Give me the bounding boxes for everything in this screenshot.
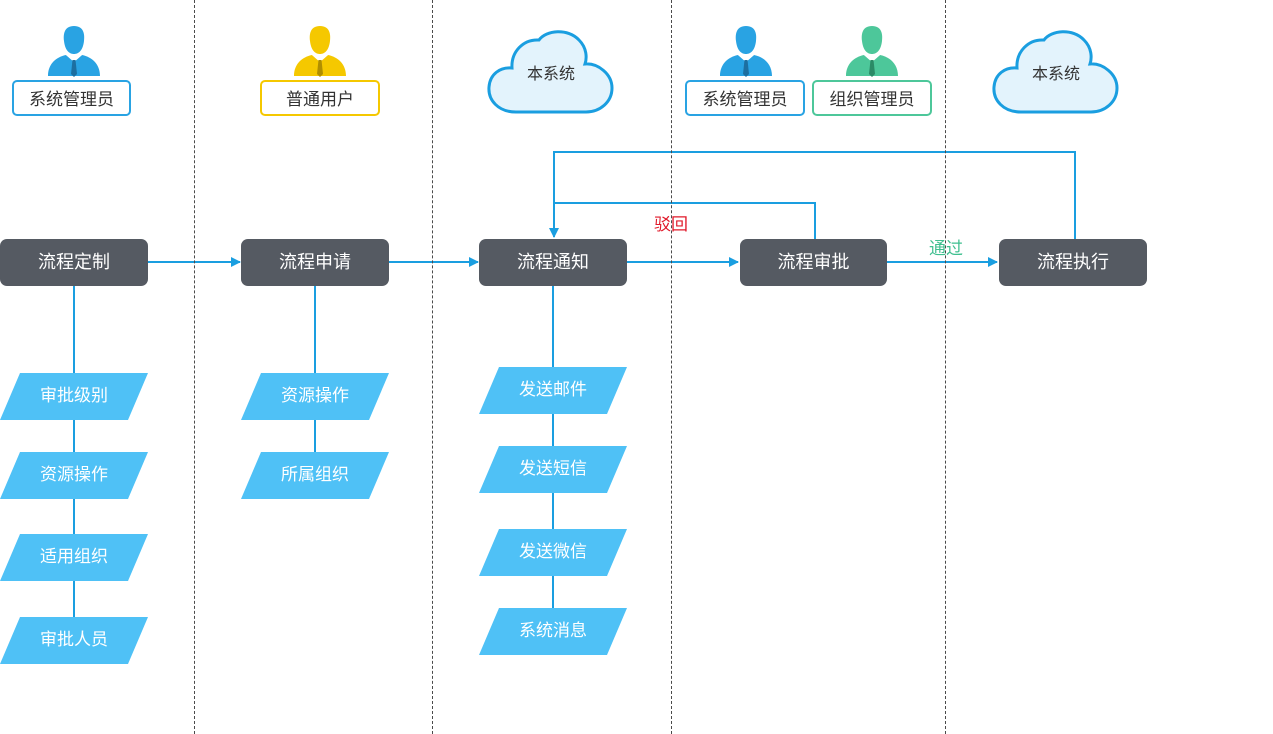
pass-label: 通过 bbox=[929, 239, 963, 259]
step-apply: 流程申请 bbox=[241, 239, 389, 286]
lane-divider bbox=[432, 0, 433, 734]
arrow-execute-loop bbox=[553, 151, 1076, 239]
cloud-label: 本系统 bbox=[1031, 64, 1080, 83]
person-with-tie-icon bbox=[44, 24, 104, 78]
option-parallelogram: 审批人员 bbox=[0, 617, 148, 664]
lane-divider bbox=[194, 0, 195, 734]
arrow-reject-loop bbox=[549, 202, 816, 239]
option-parallelogram: 审批级别 bbox=[0, 373, 148, 420]
role-badge-normal-user: 普通用户 bbox=[260, 80, 380, 116]
lane-divider bbox=[945, 0, 946, 734]
option-parallelogram: 资源操作 bbox=[241, 373, 389, 420]
step-notify: 流程通知 bbox=[479, 239, 627, 286]
reject-label: 驳回 bbox=[654, 215, 688, 235]
cloud-label: 本系统 bbox=[526, 64, 575, 83]
cloud-icon: 本系统 bbox=[991, 26, 1121, 116]
option-parallelogram: 所属组织 bbox=[241, 452, 389, 499]
option-parallelogram: 系统消息 bbox=[479, 608, 627, 655]
step-execute: 流程执行 bbox=[999, 239, 1147, 286]
role-badge-org-admin: 组织管理员 bbox=[812, 80, 932, 116]
step-define: 流程定制 bbox=[0, 239, 148, 286]
role-badge-system-admin: 系统管理员 bbox=[685, 80, 805, 116]
person-with-tie-icon bbox=[842, 24, 902, 78]
lane-divider bbox=[671, 0, 672, 734]
option-parallelogram: 发送短信 bbox=[479, 446, 627, 493]
role-badge-system-admin: 系统管理员 bbox=[12, 80, 131, 116]
option-parallelogram: 资源操作 bbox=[0, 452, 148, 499]
person-with-tie-icon bbox=[716, 24, 776, 78]
option-parallelogram: 发送微信 bbox=[479, 529, 627, 576]
step-approve: 流程审批 bbox=[740, 239, 887, 286]
option-parallelogram: 适用组织 bbox=[0, 534, 148, 581]
cloud-icon: 本系统 bbox=[486, 26, 616, 116]
option-parallelogram: 发送邮件 bbox=[479, 367, 627, 414]
person-with-tie-icon bbox=[290, 24, 350, 78]
